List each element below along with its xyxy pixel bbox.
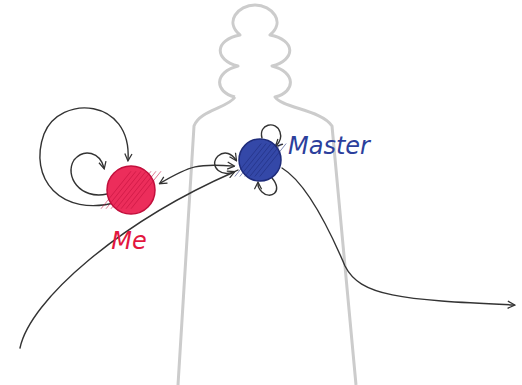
scribble-hatch bbox=[235, 144, 261, 177]
scribble-hatch bbox=[255, 144, 281, 177]
circle-shape bbox=[106, 165, 156, 215]
self-loop-arrow bbox=[215, 153, 238, 173]
circle-node: Me bbox=[106, 165, 156, 215]
circle-fill bbox=[107, 166, 155, 214]
node-label: Me bbox=[111, 229, 146, 253]
self-loop-arrow bbox=[71, 153, 107, 195]
scribble-hatch bbox=[126, 171, 156, 209]
scribble-hatch bbox=[250, 144, 276, 177]
connector-arrow bbox=[160, 165, 233, 183]
outgoing-arrow bbox=[282, 168, 514, 305]
scribble-hatch bbox=[131, 171, 161, 209]
scribble-hatch bbox=[240, 144, 266, 177]
scribble-hatch bbox=[260, 144, 286, 177]
scribble-hatch bbox=[245, 144, 271, 177]
circle-node: Master bbox=[238, 138, 282, 182]
node-label: Master bbox=[288, 134, 370, 158]
circle-shape bbox=[238, 138, 282, 182]
jar-outline bbox=[178, 5, 356, 385]
